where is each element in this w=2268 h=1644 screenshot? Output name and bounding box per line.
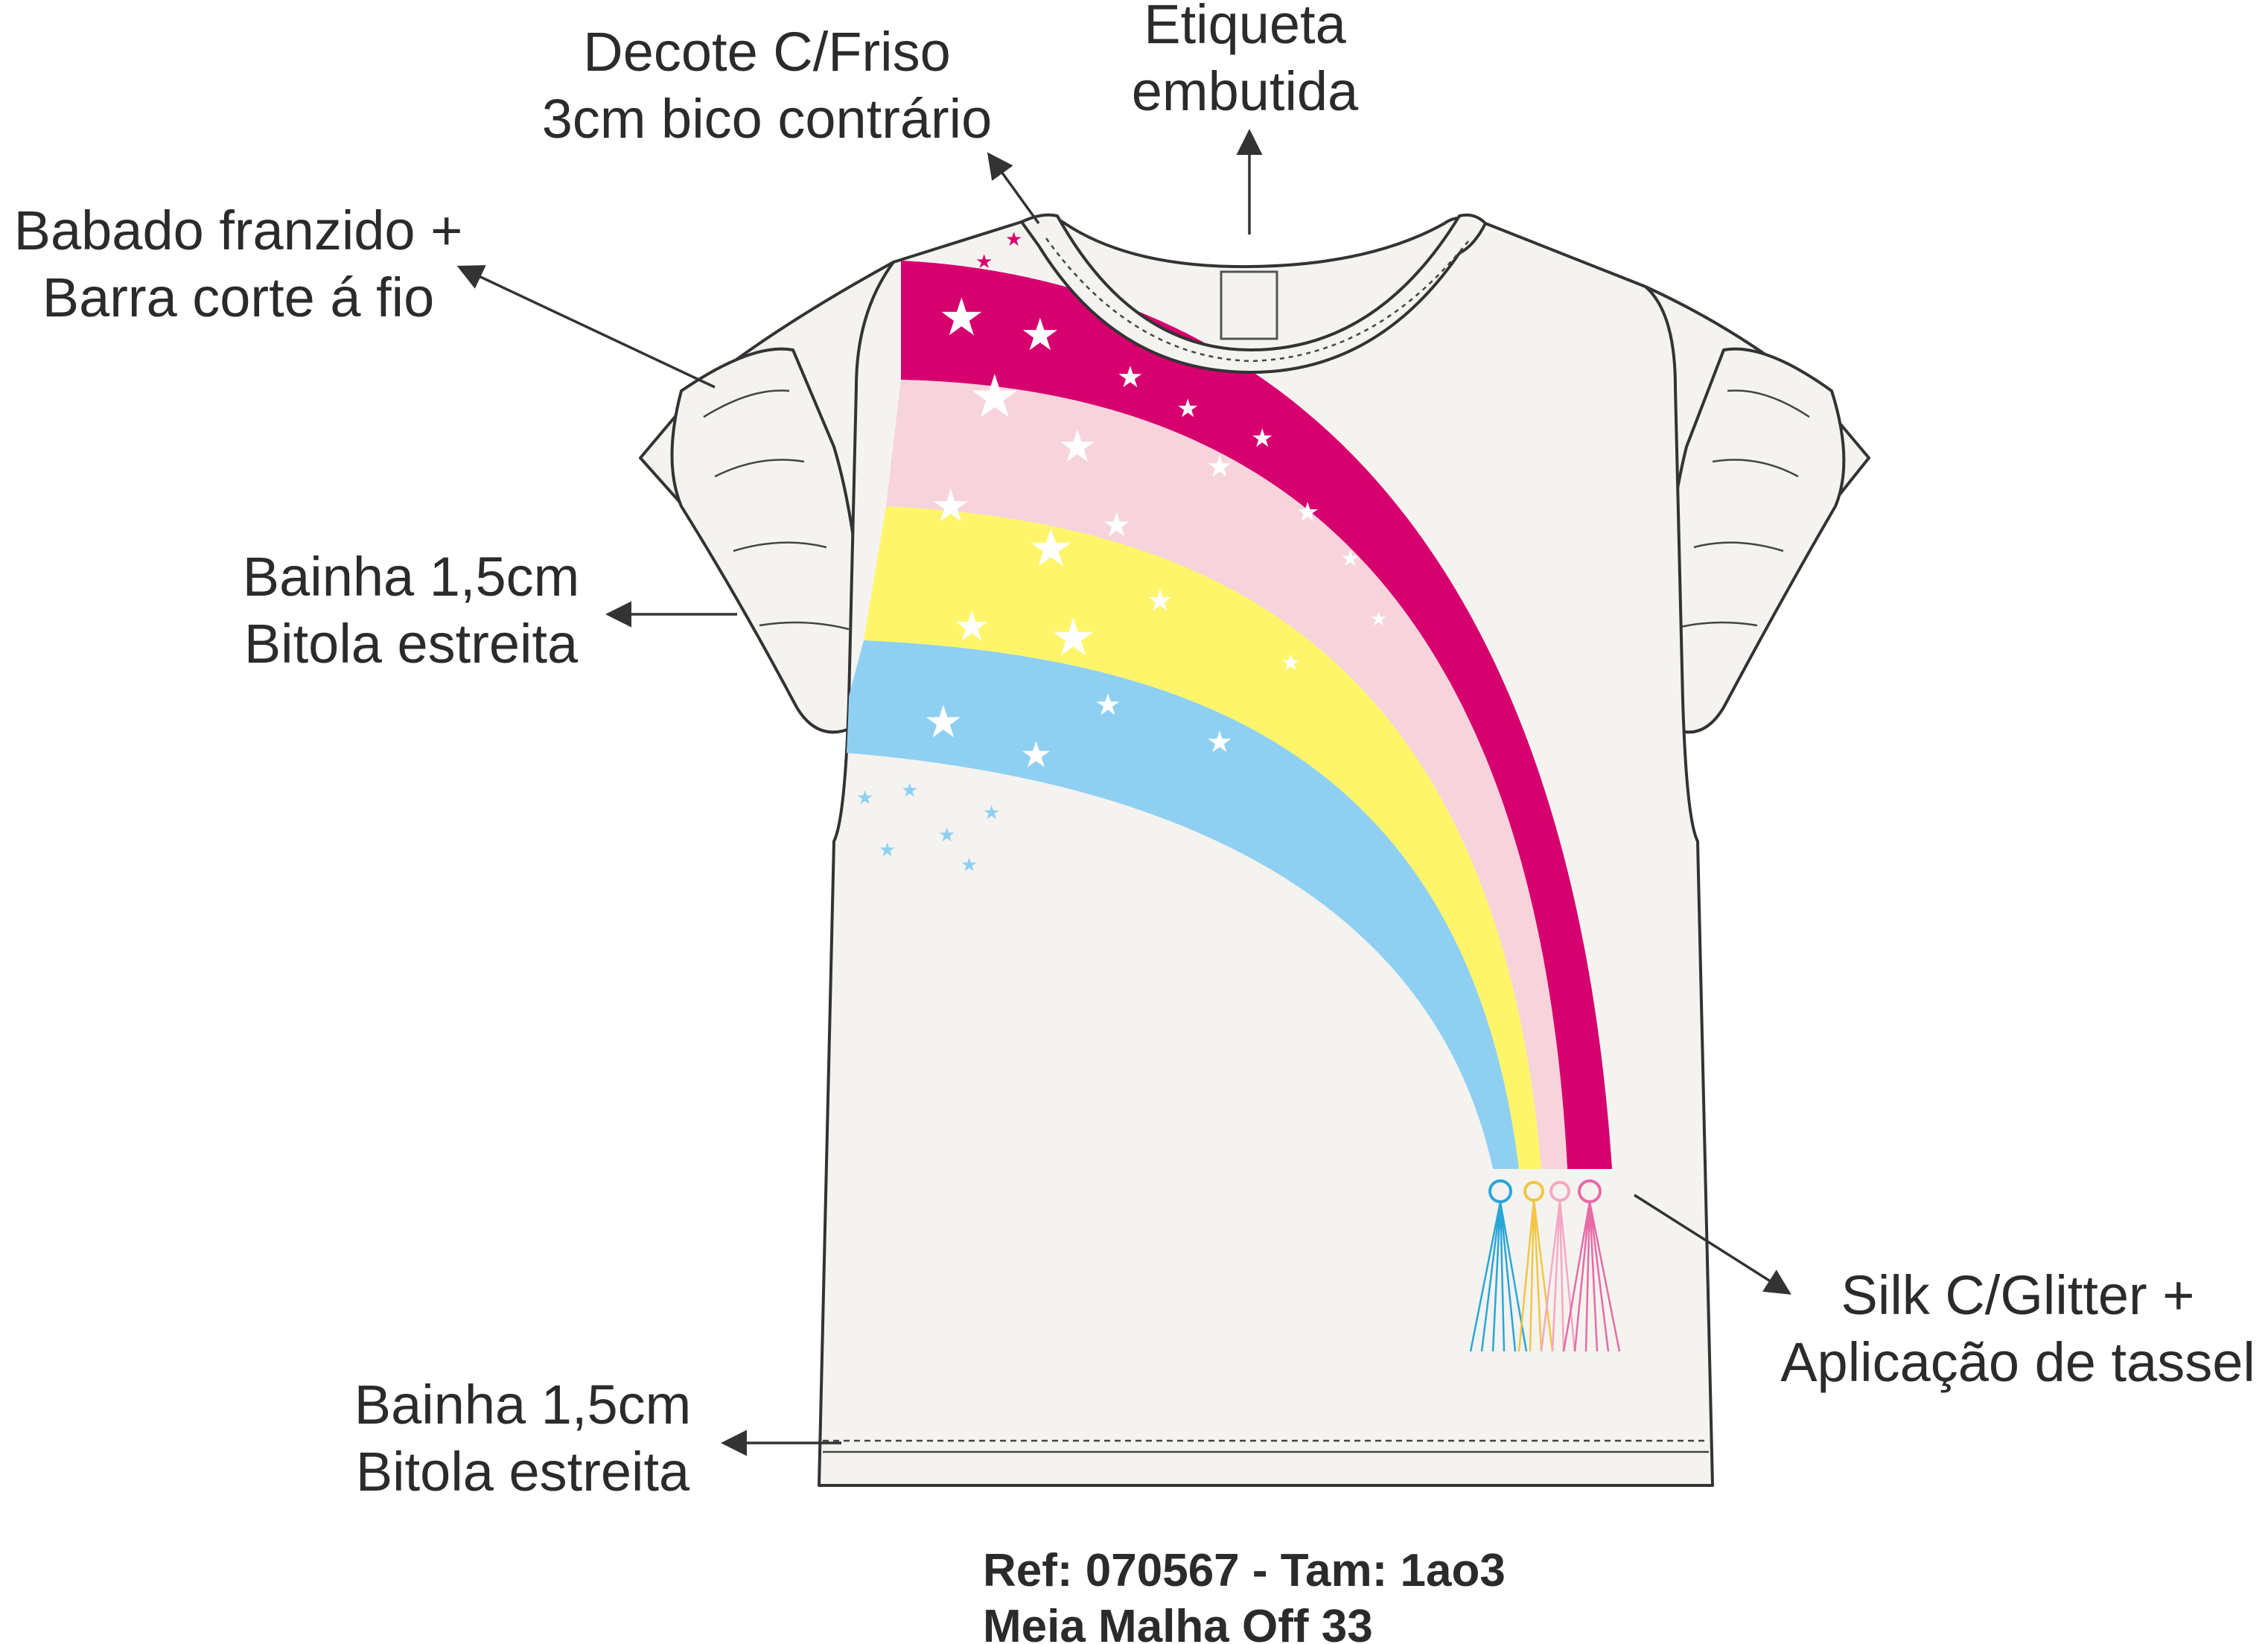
- svg-text:★: ★: [923, 696, 963, 748]
- band-pink: [886, 380, 1567, 1169]
- svg-text:★: ★: [1206, 725, 1233, 759]
- svg-text:★: ★: [1176, 394, 1199, 424]
- leader-neckline: [987, 152, 1040, 225]
- svg-text:★: ★: [1005, 229, 1022, 251]
- svg-text:★: ★: [1020, 309, 1060, 361]
- callout-ruffle-line1: Babado franzido +: [14, 200, 463, 261]
- tassels: [1469, 1179, 1621, 1352]
- svg-text:★: ★: [1281, 650, 1301, 676]
- svg-text:★: ★: [1020, 734, 1052, 776]
- svg-text:★: ★: [1206, 450, 1233, 484]
- callout-bottom-hem: Bainha 1,5cm Bitola estreita: [354, 1374, 692, 1503]
- svg-text:★: ★: [931, 480, 971, 532]
- svg-text:★: ★: [1095, 688, 1121, 722]
- svg-text:★: ★: [1296, 497, 1319, 528]
- svg-text:★: ★: [953, 602, 990, 651]
- svg-text:★: ★: [1147, 584, 1173, 618]
- svg-text:★: ★: [856, 787, 873, 809]
- callout-print: Silk C/Glitter + Aplicação de tassel: [1780, 1264, 2255, 1393]
- svg-text:★: ★: [983, 802, 1000, 824]
- svg-text:★: ★: [901, 780, 918, 802]
- svg-text:★: ★: [1117, 360, 1144, 395]
- callout-neckline-line2: 3cm bico contrário: [542, 88, 993, 150]
- svg-text:★: ★: [1340, 546, 1360, 572]
- svg-text:★: ★: [938, 824, 955, 847]
- callout-ruffle: Babado franzido + Barra corte á fio: [14, 200, 463, 328]
- band-blue: [834, 640, 1519, 1169]
- inset-label: [1220, 270, 1278, 340]
- svg-text:★: ★: [1057, 421, 1098, 473]
- callout-sleeve-hem: Bainha 1,5cm Bitola estreita: [243, 546, 580, 675]
- reference-block: Ref: 070567 - Tam: 1ao3 Meia Malha Off 3…: [983, 1545, 1506, 1644]
- callout-print-line2: Aplicação de tassel: [1780, 1331, 2255, 1393]
- svg-text:★: ★: [961, 854, 978, 876]
- svg-text:★: ★: [1102, 506, 1131, 544]
- reference-fabric: Meia Malha Off 33: [983, 1601, 1373, 1644]
- svg-text:★: ★: [879, 839, 896, 861]
- callout-sleeve-hem-line1: Bainha 1,5cm: [243, 546, 580, 608]
- svg-text:★: ★: [1028, 517, 1074, 579]
- svg-text:★: ★: [938, 287, 985, 348]
- svg-text:★: ★: [1370, 608, 1387, 631]
- small-stars: ★ ★ ★ ★ ★ ★ ★ ★: [856, 229, 1022, 876]
- svg-text:★: ★: [1050, 607, 1097, 668]
- callout-neckline-line1: Decote C/Friso: [583, 21, 950, 83]
- svg-text:★: ★: [1251, 424, 1273, 453]
- callout-print-line1: Silk C/Glitter +: [1841, 1264, 2195, 1326]
- stars-cluster: ★★ ★★ ★★ ★★ ★★ ★★ ★★ ★★ ★★ ★★ ★★: [923, 287, 1387, 776]
- band-magenta: [901, 261, 1612, 1169]
- reference-code: Ref: 070567 - Tam: 1ao3: [983, 1545, 1506, 1596]
- leader-ruffle: [456, 265, 716, 389]
- leader-lines: [456, 129, 1791, 1456]
- band-yellow: [864, 506, 1541, 1169]
- callout-tag-line2: embutida: [1132, 60, 1359, 122]
- rainbow-print: ★★ ★★ ★★ ★★ ★★ ★★ ★★ ★★ ★★ ★★ ★★ ★★ ★★ ★…: [834, 229, 1612, 1169]
- svg-text:★: ★: [975, 251, 993, 273]
- callout-tag-line1: Etiqueta: [1144, 0, 1346, 55]
- leader-print: [1634, 1194, 1791, 1295]
- callout-bottom-hem-line2: Bitola estreita: [356, 1441, 690, 1503]
- callout-neckline: Decote C/Friso 3cm bico contrário: [542, 21, 993, 150]
- callout-sleeve-hem-line2: Bitola estreita: [244, 613, 579, 675]
- tshirt-flat-sketch: ★★ ★★ ★★ ★★ ★★ ★★ ★★ ★★ ★★ ★★ ★★ ★★ ★★ ★…: [639, 213, 1870, 1487]
- callout-tag: Etiqueta embutida: [1132, 0, 1359, 122]
- neckline-rib: [1020, 213, 1487, 374]
- svg-text:★: ★: [968, 362, 1022, 431]
- callout-bottom-hem-line1: Bainha 1,5cm: [354, 1374, 692, 1436]
- callout-ruffle-line2: Barra corte á fio: [42, 267, 434, 328]
